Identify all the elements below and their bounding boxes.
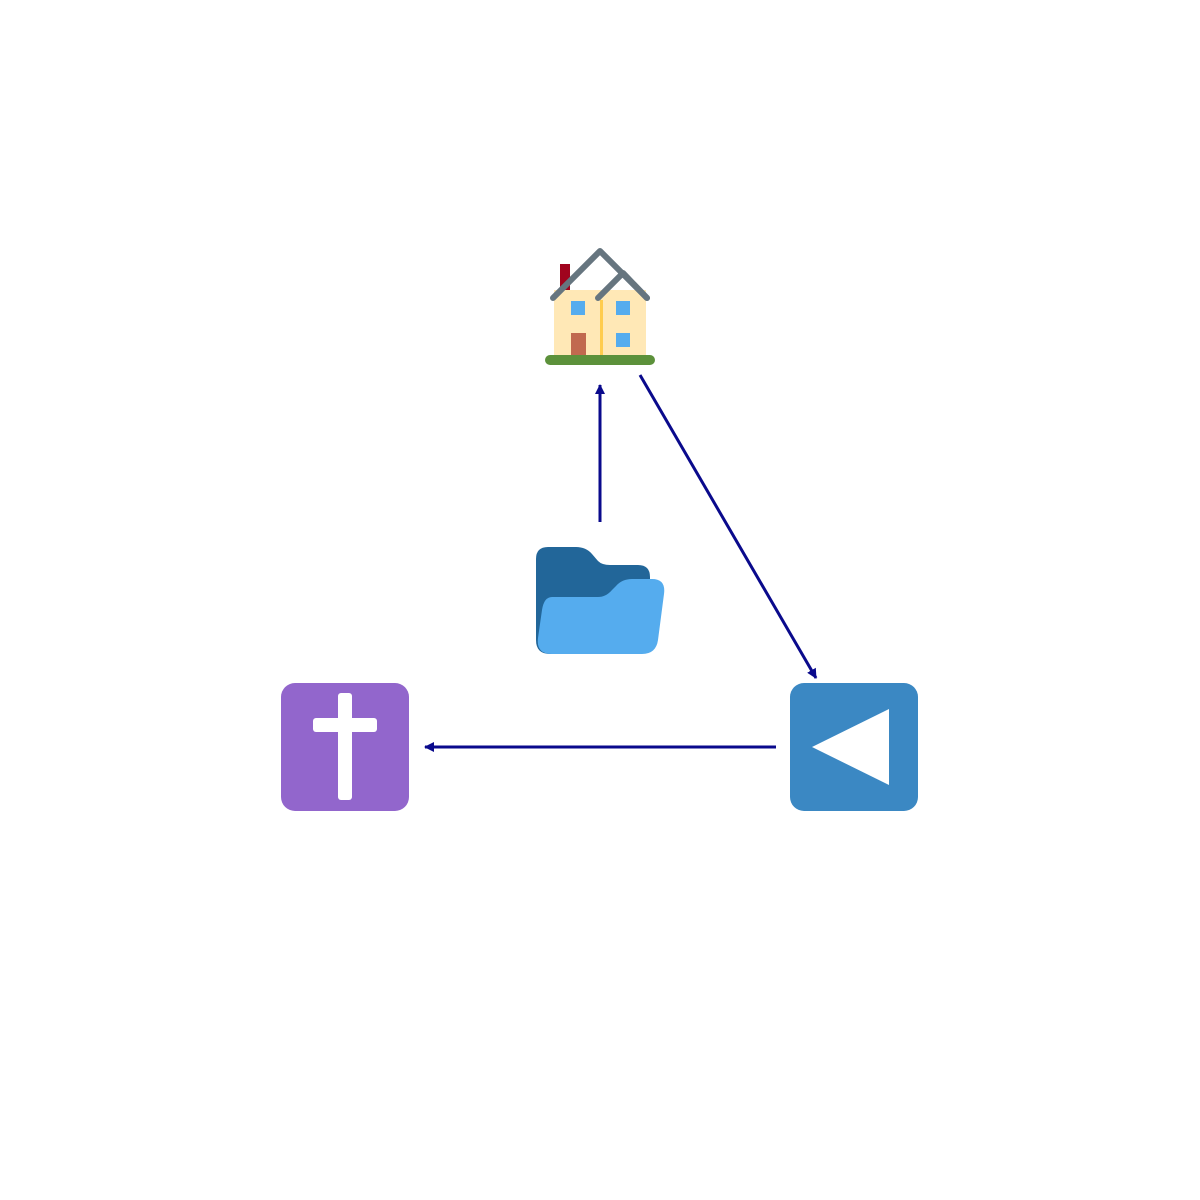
open-folder-icon [536, 547, 665, 654]
edge-house-to-play-reverse [638, 374, 818, 679]
reverse-play-button-icon [790, 683, 918, 811]
house-icon [545, 248, 655, 365]
latin-cross-icon [281, 683, 409, 811]
edges [424, 374, 818, 752]
